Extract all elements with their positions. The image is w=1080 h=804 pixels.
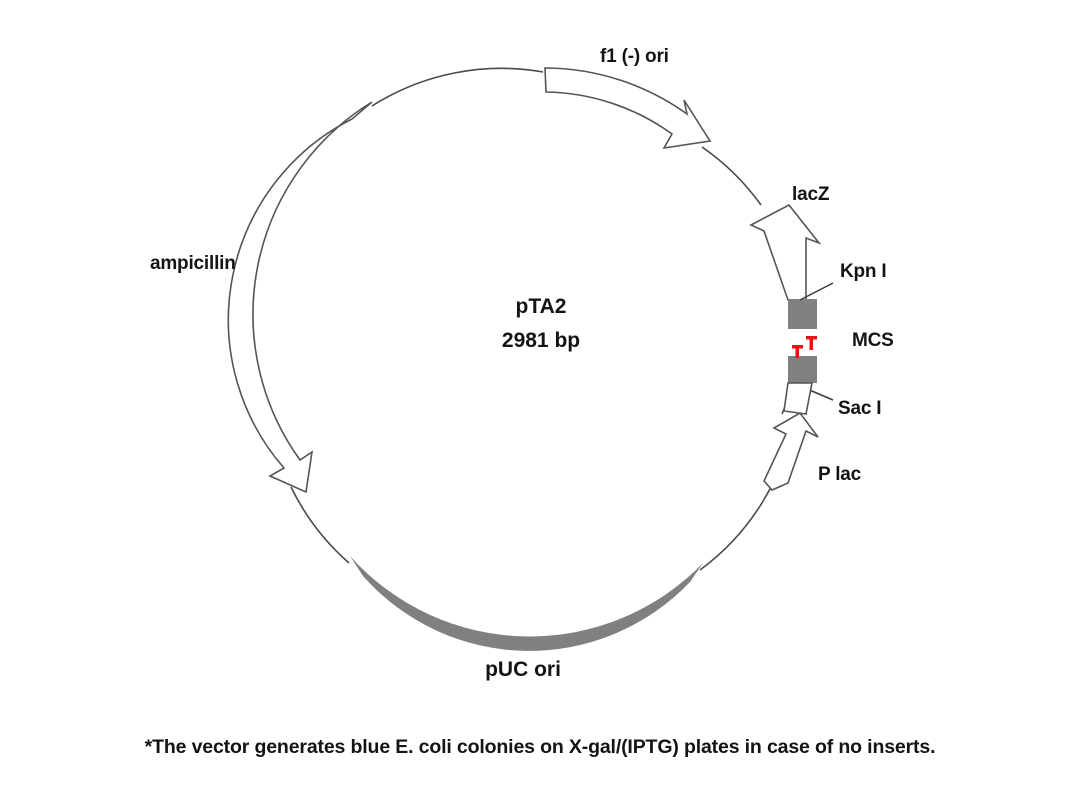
feature-mcs[interactable]: MCS: [788, 299, 894, 383]
feature-ampicillin[interactable]: ampicillin: [150, 101, 373, 494]
kpn-i-label: Kpn I: [840, 261, 887, 282]
plasmid-size: 2981 bp: [502, 329, 580, 352]
backbone-arc-amp-to-f1: [371, 67, 544, 107]
feature-lacz-tail-box[interactable]: [783, 382, 813, 415]
mcs-lower-block[interactable]: [788, 356, 817, 383]
feature-f1-ori[interactable]: f1 (-) ori: [544, 46, 712, 150]
backbone-arc-puc-to-amp: [290, 486, 350, 564]
ampicillin-label: ampicillin: [150, 253, 236, 274]
restriction-site-kpn-i[interactable]: Kpn I: [799, 261, 887, 301]
lacz-label: lacZ: [792, 184, 830, 205]
sac-i-label: Sac I: [838, 398, 881, 419]
kpn-i-leader-line: [799, 282, 834, 301]
lacz-arrow[interactable]: [749, 203, 822, 301]
lacz-tail-segment[interactable]: [783, 382, 813, 415]
backbone-arc-f1-to-lacz: [701, 146, 762, 206]
plasmid-backbone: [290, 67, 787, 571]
plasmid-center-annotation: pTA2 2981 bp: [502, 295, 580, 352]
t-overhang-left-stem: [795, 345, 799, 358]
footnote-text: *The vector generates blue E. coli colon…: [144, 736, 936, 758]
plasmid-name: pTA2: [516, 295, 567, 318]
puc-ori-label: pUC ori: [485, 658, 561, 681]
feature-lacz[interactable]: lacZ: [749, 184, 830, 301]
mcs-upper-block[interactable]: [788, 299, 817, 329]
backbone-arc-plac-to-puc: [699, 486, 772, 571]
feature-p-lac[interactable]: P lac: [763, 411, 862, 491]
ampicillin-arrow[interactable]: [227, 101, 373, 494]
p-lac-arrow[interactable]: [763, 411, 819, 491]
puc-ori-band[interactable]: [350, 556, 703, 651]
t-overhang-marks: [792, 336, 817, 358]
p-lac-label: P lac: [818, 464, 862, 485]
f1-ori-arrow[interactable]: [544, 67, 712, 150]
f1-ori-label: f1 (-) ori: [600, 46, 669, 67]
mcs-label: MCS: [852, 330, 894, 351]
feature-puc-ori[interactable]: pUC ori: [350, 556, 703, 681]
t-overhang-right-stem: [809, 336, 813, 350]
